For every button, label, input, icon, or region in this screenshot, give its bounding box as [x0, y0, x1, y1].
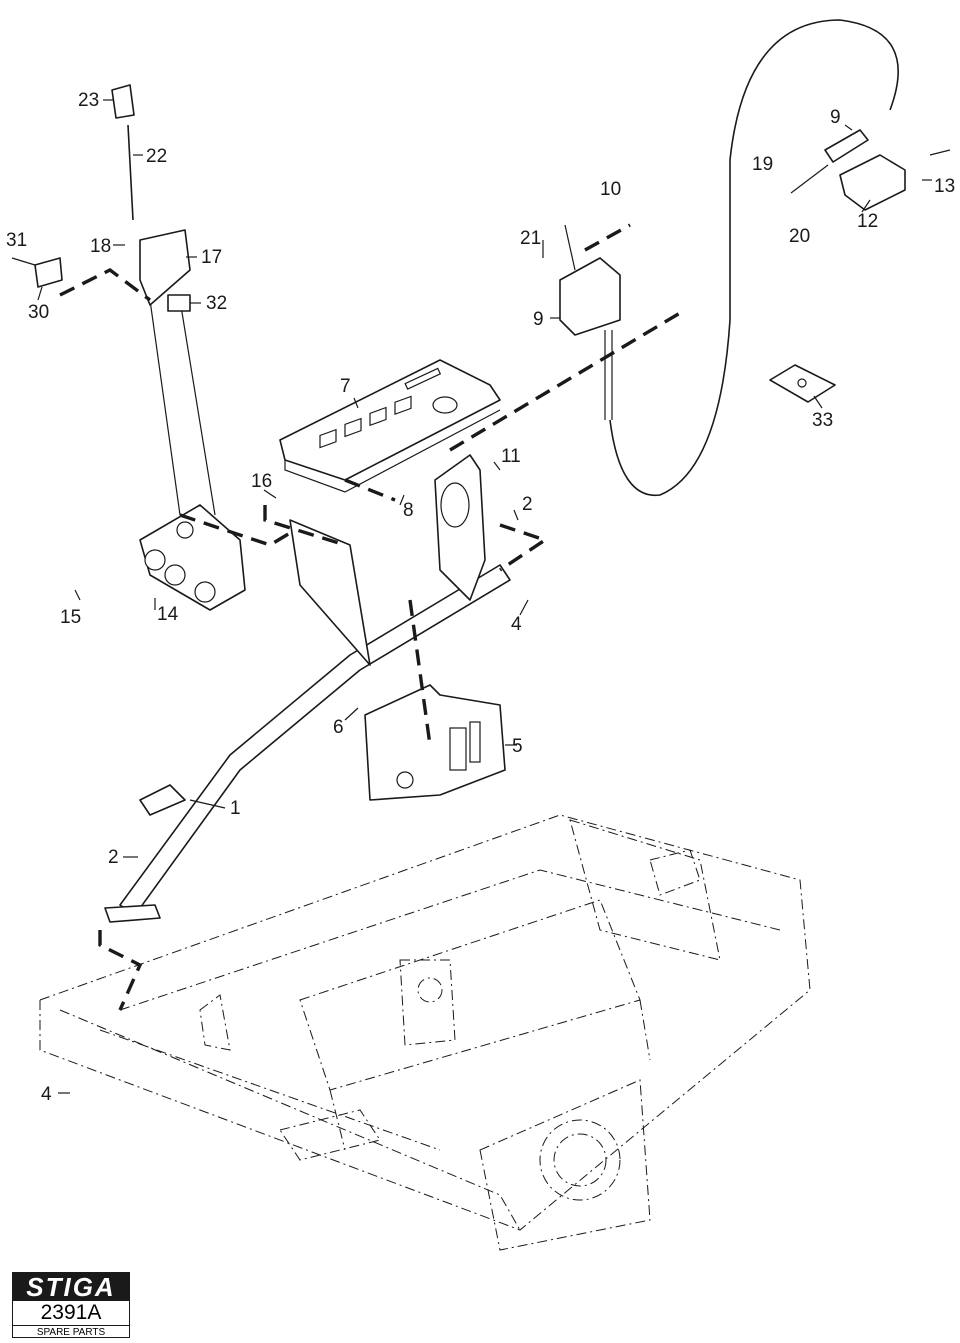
title-block: STIGA 2391A SPARE PARTS: [12, 1272, 130, 1338]
cable-end-parts: [769, 129, 951, 403]
callout-4-upper: 4: [511, 614, 522, 635]
throttle-control: [559, 19, 899, 497]
sheet-title: SPARE PARTS: [36, 1327, 106, 1338]
leader-lines: [11, 99, 932, 1094]
callout-7: 7: [340, 376, 351, 397]
callout-21: 21: [520, 228, 541, 249]
callout-2-upper: 2: [522, 494, 533, 515]
callout-33: 33: [812, 410, 833, 431]
callout-labels: 23 22 31 18 17 30 32 16 15 14 7 8 11 2 4…: [6, 90, 955, 1105]
callout-1: 1: [230, 798, 241, 819]
callout-13: 13: [934, 176, 955, 197]
callout-31: 31: [6, 230, 27, 251]
callout-16: 16: [251, 471, 272, 492]
brand-logo: STIGA: [13, 1273, 129, 1301]
callout-30: 30: [28, 302, 49, 323]
callout-9-lever: 9: [533, 309, 544, 330]
callout-14: 14: [157, 604, 179, 625]
lever-assembly: [34, 84, 216, 516]
callout-8: 8: [403, 500, 414, 521]
callout-32: 32: [206, 293, 227, 314]
callout-2-lower: 2: [108, 847, 119, 868]
main-tube: [104, 519, 511, 923]
drawing-number: 2391A: [13, 1301, 129, 1326]
callout-17: 17: [201, 247, 222, 268]
callout-6: 6: [333, 717, 344, 738]
callout-12: 12: [857, 211, 878, 232]
callout-23: 23: [78, 90, 99, 111]
mounting-bracket: [434, 454, 486, 601]
callout-22: 22: [146, 146, 167, 167]
callout-4-lower: 4: [41, 1084, 52, 1105]
assembly-lines: [59, 223, 686, 1011]
control-panel: [279, 359, 501, 493]
callout-5: 5: [512, 736, 523, 757]
callout-18: 18: [90, 236, 111, 257]
callout-19: 19: [752, 154, 773, 175]
callout-20: 20: [789, 226, 810, 247]
plate: [364, 684, 506, 801]
callout-11: 11: [501, 446, 521, 467]
callout-15: 15: [60, 607, 81, 628]
hydraulic-valve: [139, 504, 246, 611]
callout-10: 10: [600, 179, 621, 200]
callout-9-cable: 9: [830, 107, 841, 128]
chassis-frame: [39, 814, 811, 1251]
